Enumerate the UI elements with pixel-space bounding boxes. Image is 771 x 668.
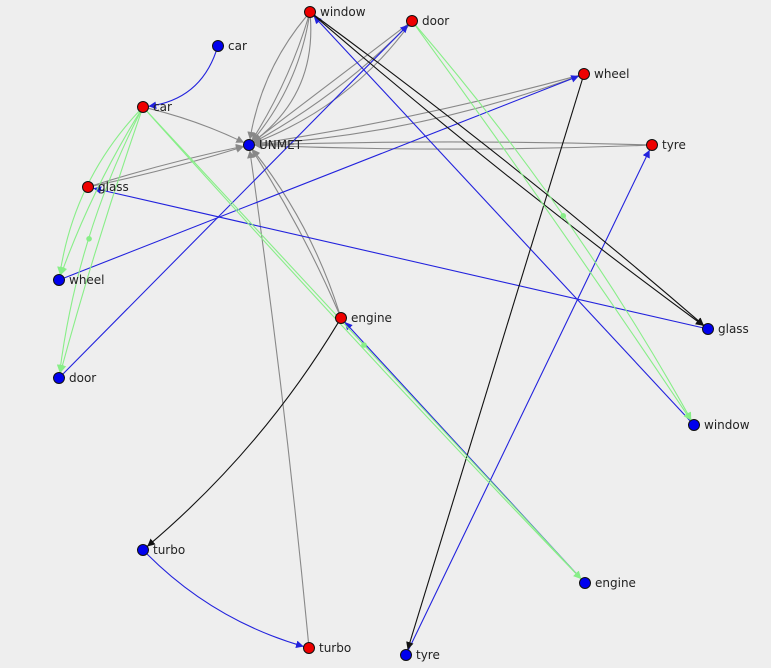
node-engine_r[interactable]: engine [335, 311, 392, 325]
edge-window_r-to-unmet [253, 17, 312, 143]
node-door_r[interactable]: door [406, 14, 450, 28]
node-circle-turbo_b[interactable] [137, 544, 149, 556]
edge-window_r-to-glass_b [313, 15, 704, 327]
edge-junction-dot [560, 213, 567, 219]
edge-engine_r-to-unmet [251, 148, 340, 313]
edge-glass_b-to-glass_r [93, 186, 703, 329]
node-turbo_r[interactable]: turbo [303, 641, 352, 655]
node-engine_b[interactable]: engine [579, 576, 636, 590]
node-turbo_b[interactable]: turbo [137, 543, 186, 557]
node-label-door_r: door [422, 14, 449, 28]
node-glass_b[interactable]: glass [702, 322, 749, 336]
node-label-unmet: UNMET [259, 138, 303, 152]
edge-wheel_r-to-unmet [254, 75, 580, 148]
node-label-turbo_b: turbo [153, 543, 185, 557]
node-label-door_b: door [69, 371, 96, 385]
node-circle-turbo_r[interactable] [303, 642, 315, 654]
edge-wheel_r-to-unmet [254, 74, 579, 147]
edge-car_b-to-car_r [148, 51, 217, 110]
node-car_b[interactable]: car [212, 39, 247, 53]
edge-turbo_b-to-turbo_r [146, 553, 304, 649]
node-circle-wheel_r[interactable] [578, 68, 590, 80]
node-wheel_b[interactable]: wheel [53, 273, 105, 287]
edge-door_r-to-unmet [253, 25, 410, 144]
edge-car_r-to-door_b [58, 112, 142, 373]
node-label-wheel_b: wheel [69, 273, 105, 287]
node-label-wheel_r: wheel [594, 67, 630, 81]
node-glass_r[interactable]: glass [82, 180, 129, 194]
edge-window_b-to-window_r [313, 15, 691, 422]
edge-engine_r-to-turbo_b [146, 322, 339, 547]
node-circle-tyre_r[interactable] [646, 139, 658, 151]
edge-junction-dot [361, 342, 367, 348]
edges-layer [56, 14, 705, 651]
node-circle-car_r[interactable] [137, 101, 149, 113]
edge-tyre_b-to-tyre_r [407, 149, 651, 651]
edge-tyre_r-to-unmet [254, 140, 647, 149]
edge-door_r-to-unmet [253, 23, 408, 143]
edge-window_r-to-glass_b [314, 14, 705, 326]
node-circle-car_b[interactable] [212, 40, 224, 52]
edge-car_r-to-engine_b [146, 110, 582, 580]
edge-window_r-to-unmet [251, 17, 309, 141]
node-circle-unmet[interactable] [243, 139, 255, 151]
node-circle-tyre_b[interactable] [400, 649, 412, 661]
node-label-window_b: window [704, 418, 750, 432]
node-label-car_r: car [153, 100, 172, 114]
node-label-window_r: window [320, 5, 366, 19]
node-label-turbo_r: turbo [319, 641, 351, 655]
edge-engine_r-to-unmet [251, 149, 340, 314]
edge-car_r-to-wheel_b [59, 111, 141, 276]
node-tyre_r[interactable]: tyre [646, 138, 686, 152]
edge-junction-dot [86, 235, 92, 242]
node-label-car_b: car [228, 39, 247, 53]
edge-wheel_b-to-wheel_r [63, 75, 580, 279]
node-circle-door_r[interactable] [406, 15, 418, 27]
edge-window_r-to-unmet [247, 15, 307, 140]
node-circle-glass_r[interactable] [82, 181, 94, 193]
node-wheel_r[interactable]: wheel [578, 67, 630, 81]
node-circle-window_r[interactable] [304, 6, 316, 18]
edge-turbo_r-to-unmet [247, 150, 310, 643]
node-label-engine_b: engine [595, 576, 636, 590]
edge-door_r-to-window_b [414, 25, 692, 421]
node-window_r[interactable]: window [304, 5, 366, 19]
node-label-tyre_r: tyre [662, 138, 686, 152]
node-unmet[interactable]: UNMET [243, 138, 303, 152]
node-window_b[interactable]: window [688, 418, 750, 432]
node-label-glass_r: glass [98, 180, 129, 194]
node-car_r[interactable]: car [137, 100, 172, 114]
node-tyre_b[interactable]: tyre [400, 648, 440, 662]
node-circle-engine_r[interactable] [335, 312, 347, 324]
edge-wheel_r-to-tyre_b [406, 79, 583, 650]
node-circle-door_b[interactable] [53, 372, 65, 384]
edge-window_r-to-unmet [252, 17, 310, 142]
edge-tyre_r-to-unmet [254, 141, 647, 150]
node-circle-wheel_b[interactable] [53, 274, 65, 286]
node-circle-glass_b[interactable] [702, 323, 714, 335]
node-label-glass_b: glass [718, 322, 749, 336]
edge-glass_r-to-unmet [93, 145, 244, 187]
node-label-engine_r: engine [351, 311, 392, 325]
edge-door_r-to-unmet [253, 24, 409, 143]
node-circle-window_b[interactable] [688, 419, 700, 431]
edge-car_r-to-unmet [148, 107, 245, 144]
node-door_b[interactable]: door [53, 371, 97, 385]
edge-glass_r-to-unmet [93, 143, 244, 186]
node-label-tyre_b: tyre [416, 648, 440, 662]
edge-door_b-to-door_r [62, 24, 409, 375]
node-circle-engine_b[interactable] [579, 577, 591, 589]
